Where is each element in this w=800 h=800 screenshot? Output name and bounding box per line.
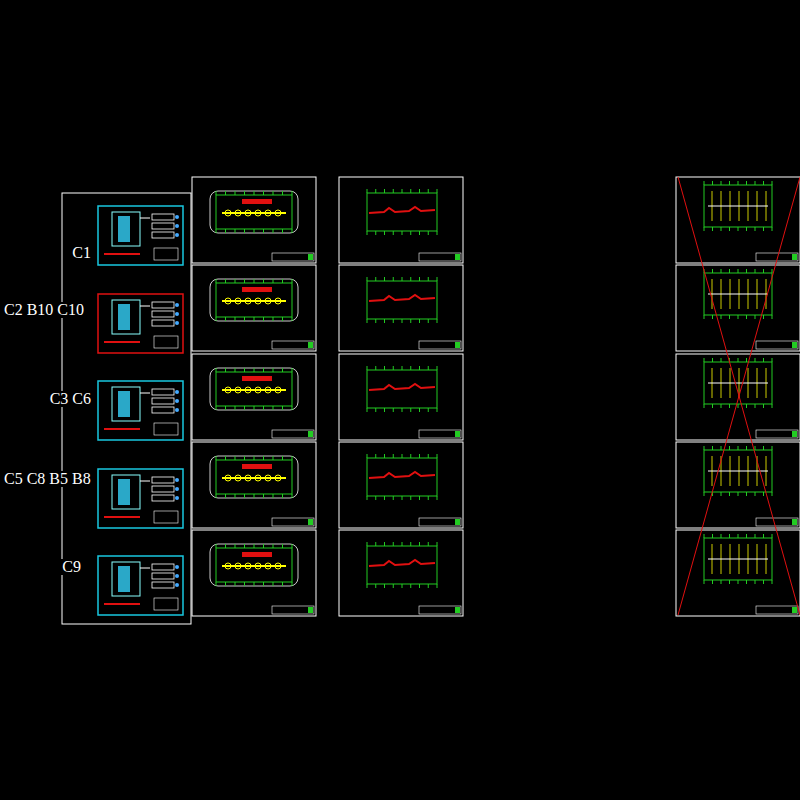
system-sheet (98, 381, 183, 440)
sheet-code: C3 C6 (49, 391, 92, 407)
plan-sheet (339, 265, 463, 351)
plan-sheet (676, 265, 800, 351)
plan-sheet (676, 530, 800, 616)
plan-sheet (339, 354, 463, 440)
plan-sheet (192, 265, 316, 351)
plan-sheet (339, 442, 463, 528)
system-sheet (98, 469, 183, 528)
plan-sheet (192, 442, 316, 528)
plan-sheet (192, 177, 316, 263)
plan-sheet (192, 354, 316, 440)
sheet-code: C2 B10 C10 (3, 302, 85, 318)
plan-sheet (339, 177, 463, 263)
system-sheet (98, 294, 183, 353)
sheet-code: C1 (71, 245, 92, 261)
system-sheet (98, 206, 183, 265)
plan-sheet (339, 530, 463, 616)
cross-out (678, 177, 800, 615)
plan-sheet (676, 442, 800, 528)
plan-sheet (192, 530, 316, 616)
system-sheet (98, 556, 183, 615)
plan-sheet (676, 354, 800, 440)
group-frame (62, 193, 191, 624)
sheet-code: C9 (61, 559, 82, 575)
sheet-code: C5 C8 B5 B8 (3, 471, 92, 487)
cross-out (678, 177, 800, 615)
plan-sheet (676, 177, 800, 263)
